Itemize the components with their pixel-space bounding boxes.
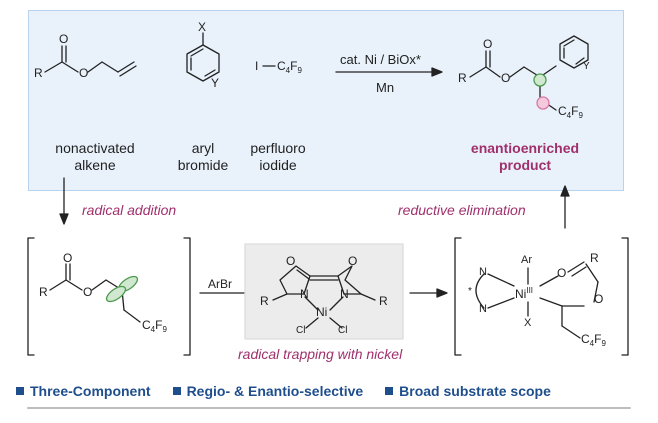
- niiii-complex: [454, 237, 629, 356]
- feature-selectivity: Regio- & Enantio-selective: [172, 383, 363, 399]
- atom-r: R: [34, 66, 43, 80]
- atom-o-ester: O: [79, 66, 89, 80]
- reagent-label-alkene: nonactivated alkene: [55, 140, 135, 173]
- aryl-bromide-structure: [186, 32, 220, 82]
- niiii-atom-o-ester: O: [594, 292, 604, 306]
- product-perfluoro-chain: C4F9: [558, 104, 583, 120]
- biox-atom-cl-left: Cl: [296, 325, 306, 336]
- cf-bond-marker: [536, 96, 550, 110]
- radical-atom-r: R: [39, 285, 48, 299]
- biox-atom-n-left: N: [300, 287, 309, 301]
- niiii-atom-o-carbonyl: O: [557, 266, 567, 280]
- atom-x: X: [198, 20, 207, 34]
- catalyst-box: [244, 243, 404, 340]
- perfluoro-chain: C4F9: [277, 59, 302, 75]
- radical-intermediate: [27, 237, 191, 356]
- niiii-star: *: [468, 286, 472, 297]
- reagent-label-perfluoro: perfluoro iodide: [250, 140, 306, 173]
- feature-scope: Broad substrate scope: [385, 383, 551, 399]
- square-bullet-icon: [172, 387, 181, 395]
- product-atom-o-carbonyl: O: [483, 37, 493, 51]
- radical-orbital-icon: [105, 275, 139, 303]
- niiii-atom-n-top: N: [479, 266, 487, 278]
- niiii-atom-n-bottom: N: [479, 303, 487, 315]
- radical-perfluoro-chain: C4F9: [142, 318, 167, 334]
- product-atom-r: R: [458, 71, 467, 85]
- niiii-atom-ni: NiIII: [515, 286, 534, 301]
- feature-three-component: Three-Component: [16, 383, 151, 399]
- stereocenter-marker: [533, 73, 547, 87]
- atom-o-carbonyl: O: [59, 32, 69, 46]
- niiii-atom-ar: Ar: [521, 254, 532, 266]
- biox-atom-o-right: O: [348, 254, 358, 268]
- arbr-label: ArBr: [208, 277, 232, 291]
- radical-atom-o-carbonyl: O: [63, 251, 73, 265]
- conditions-catalyst: cat. Ni / BiOx*: [340, 52, 421, 67]
- product-label: enantioenriched product: [470, 140, 580, 173]
- biox-atom-r-left: R: [260, 294, 269, 308]
- product-atom-y: Y: [583, 61, 590, 72]
- biox-atom-o-left: O: [286, 254, 296, 268]
- conditions-reductant: Mn: [376, 80, 395, 95]
- atom-i: I: [255, 59, 259, 73]
- alkene-structure: [44, 45, 137, 77]
- step-radical-trapping: radical trapping with nickel: [238, 346, 403, 362]
- biox-atom-ni: Ni: [316, 305, 328, 319]
- reaction-arrowhead: [431, 67, 443, 77]
- reagent-label-aryl: aryl bromide: [177, 140, 229, 173]
- niiii-perfluoro-chain: C4F9: [581, 332, 606, 348]
- top-panel: [28, 10, 624, 191]
- biox-atom-cl-right: Cl: [338, 325, 348, 336]
- niiii-atom-r: R: [590, 251, 599, 265]
- reductive-elimination-arrowhead: [560, 185, 570, 197]
- step-radical-addition: radical addition: [82, 202, 177, 218]
- niiii-oxidation-state: III: [526, 286, 534, 295]
- features-row: Three-Component Regio- & Enantio-selecti…: [16, 383, 646, 399]
- biox-atom-n-right: N: [340, 287, 349, 301]
- step-reductive-elimination: reductive elimination: [398, 202, 526, 218]
- radical-addition-arrowhead: [59, 213, 69, 225]
- square-bullet-icon: [385, 387, 394, 395]
- niiii-atom-x: X: [524, 317, 532, 329]
- ni-biox-structure: [272, 265, 376, 329]
- to-niiii-arrowhead: [436, 288, 448, 298]
- product-atom-o-ester: O: [501, 71, 511, 85]
- square-bullet-icon: [16, 387, 24, 395]
- atom-y: Y: [211, 76, 220, 90]
- radical-atom-o-ester: O: [83, 285, 93, 299]
- biox-atom-r-right: R: [379, 294, 388, 308]
